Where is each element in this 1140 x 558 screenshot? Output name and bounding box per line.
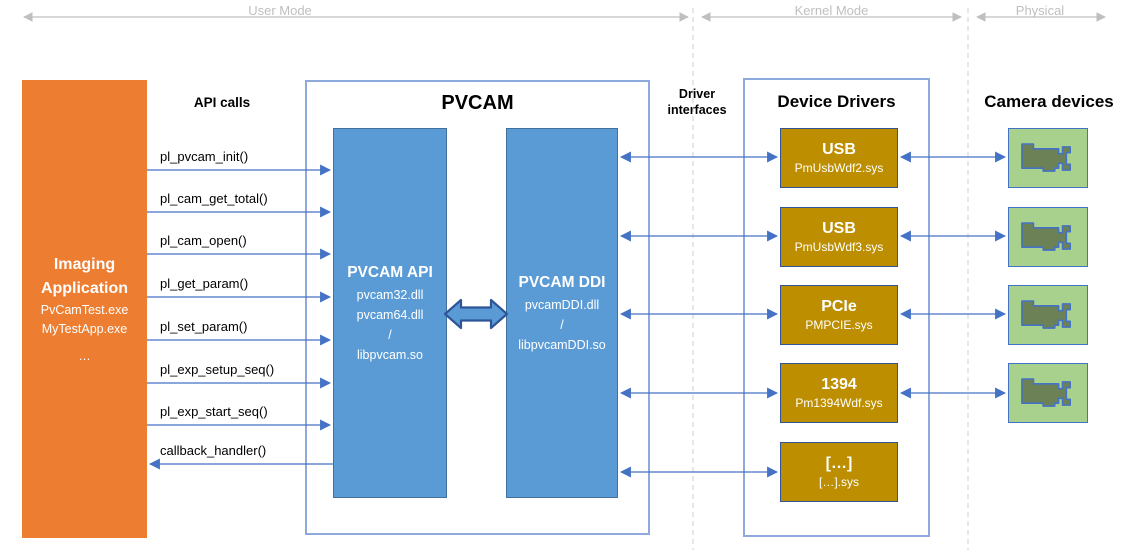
imaging-application-title-line1: Imaging <box>53 255 116 273</box>
api-call-label: pl_pvcam_init() <box>160 149 249 164</box>
device-drivers-outer-box <box>743 78 930 537</box>
pvcam-outer-box <box>305 80 650 535</box>
driver-file: PmUsbWdf3.sys <box>794 240 884 254</box>
camera-device-box <box>1008 128 1088 188</box>
pvcam-api-line: pvcam64.dll <box>356 307 424 322</box>
pvcam-api-line: libpvcam.so <box>357 347 423 362</box>
driver-name: USB <box>822 141 856 158</box>
app-item: MyTestApp.exe <box>41 321 128 336</box>
pvcam-api-title: PVCAM API <box>347 263 433 281</box>
driver-interfaces-line1: Driver <box>678 87 716 101</box>
driver-box-1394: 1394 Pm1394Wdf.sys <box>780 363 898 423</box>
video-camera-icon <box>1021 221 1072 251</box>
pvcam-ddi-line: / <box>560 317 564 332</box>
api-call-label: pl_cam_open() <box>160 233 247 248</box>
driver-file: PMPCIE.sys <box>805 318 873 332</box>
driver-name: PCIe <box>821 298 857 315</box>
api-calls-heading: API calls <box>193 95 251 110</box>
api-call-label: pl_cam_get_total() <box>160 191 268 206</box>
pvcam-ddi-line: pvcamDDI.dll <box>524 297 600 312</box>
video-camera-icon <box>1021 299 1072 329</box>
api-call-label: callback_handler() <box>160 443 267 458</box>
camera-devices-title: Camera devices <box>984 92 1114 111</box>
imaging-application-title-line2: Application <box>40 279 129 297</box>
app-item: PvCamTest.exe <box>40 302 129 317</box>
pvcam-api-line: / <box>388 327 392 342</box>
driver-name: USB <box>822 220 856 237</box>
driver-interfaces-line2: interfaces <box>667 103 727 117</box>
api-call-label: pl_get_param() <box>160 276 249 291</box>
driver-box-usb2: USB PmUsbWdf2.sys <box>780 128 898 188</box>
physical-label: Physical <box>1015 3 1065 18</box>
camera-device-box <box>1008 363 1088 423</box>
driver-file: […].sys <box>818 475 859 489</box>
api-call-label: pl_exp_setup_seq() <box>160 362 275 377</box>
camera-device-box <box>1008 285 1088 345</box>
video-camera-icon <box>1021 142 1072 172</box>
driver-file: Pm1394Wdf.sys <box>795 396 883 410</box>
pvcam-title: PVCAM <box>441 92 514 114</box>
app-ellipsis: … <box>78 348 91 363</box>
pvcam-ddi-line: libpvcamDDI.so <box>518 337 606 352</box>
driver-file: PmUsbWdf2.sys <box>794 161 884 175</box>
driver-name: 1394 <box>821 376 857 393</box>
driver-box-usb3: USB PmUsbWdf3.sys <box>780 207 898 267</box>
pvcam-ddi-box: PVCAM DDI pvcamDDI.dll / libpvcamDDI.so <box>506 128 618 498</box>
kernel-mode-label: Kernel Mode <box>794 3 869 18</box>
api-call-label: pl_set_param() <box>160 319 248 334</box>
driver-box-other: […] […].sys <box>780 442 898 502</box>
driver-box-pcie: PCIe PMPCIE.sys <box>780 285 898 345</box>
video-camera-icon <box>1021 377 1072 407</box>
driver-name: […] <box>825 455 853 472</box>
pvcam-ddi-title: PVCAM DDI <box>518 273 606 291</box>
pvcam-api-box: PVCAM API pvcam32.dll pvcam64.dll / libp… <box>333 128 447 498</box>
device-drivers-title: Device Drivers <box>777 92 896 111</box>
camera-device-box <box>1008 207 1088 267</box>
api-ddi-double-arrow-icon <box>443 298 509 330</box>
driver-interfaces-label: Driver interfaces <box>645 86 749 118</box>
api-call-label: pl_exp_start_seq() <box>160 404 268 419</box>
user-mode-label: User Mode <box>248 3 312 18</box>
pvcam-api-line: pvcam32.dll <box>356 287 424 302</box>
imaging-application-box: Imaging Application PvCamTest.exe MyTest… <box>22 80 147 538</box>
